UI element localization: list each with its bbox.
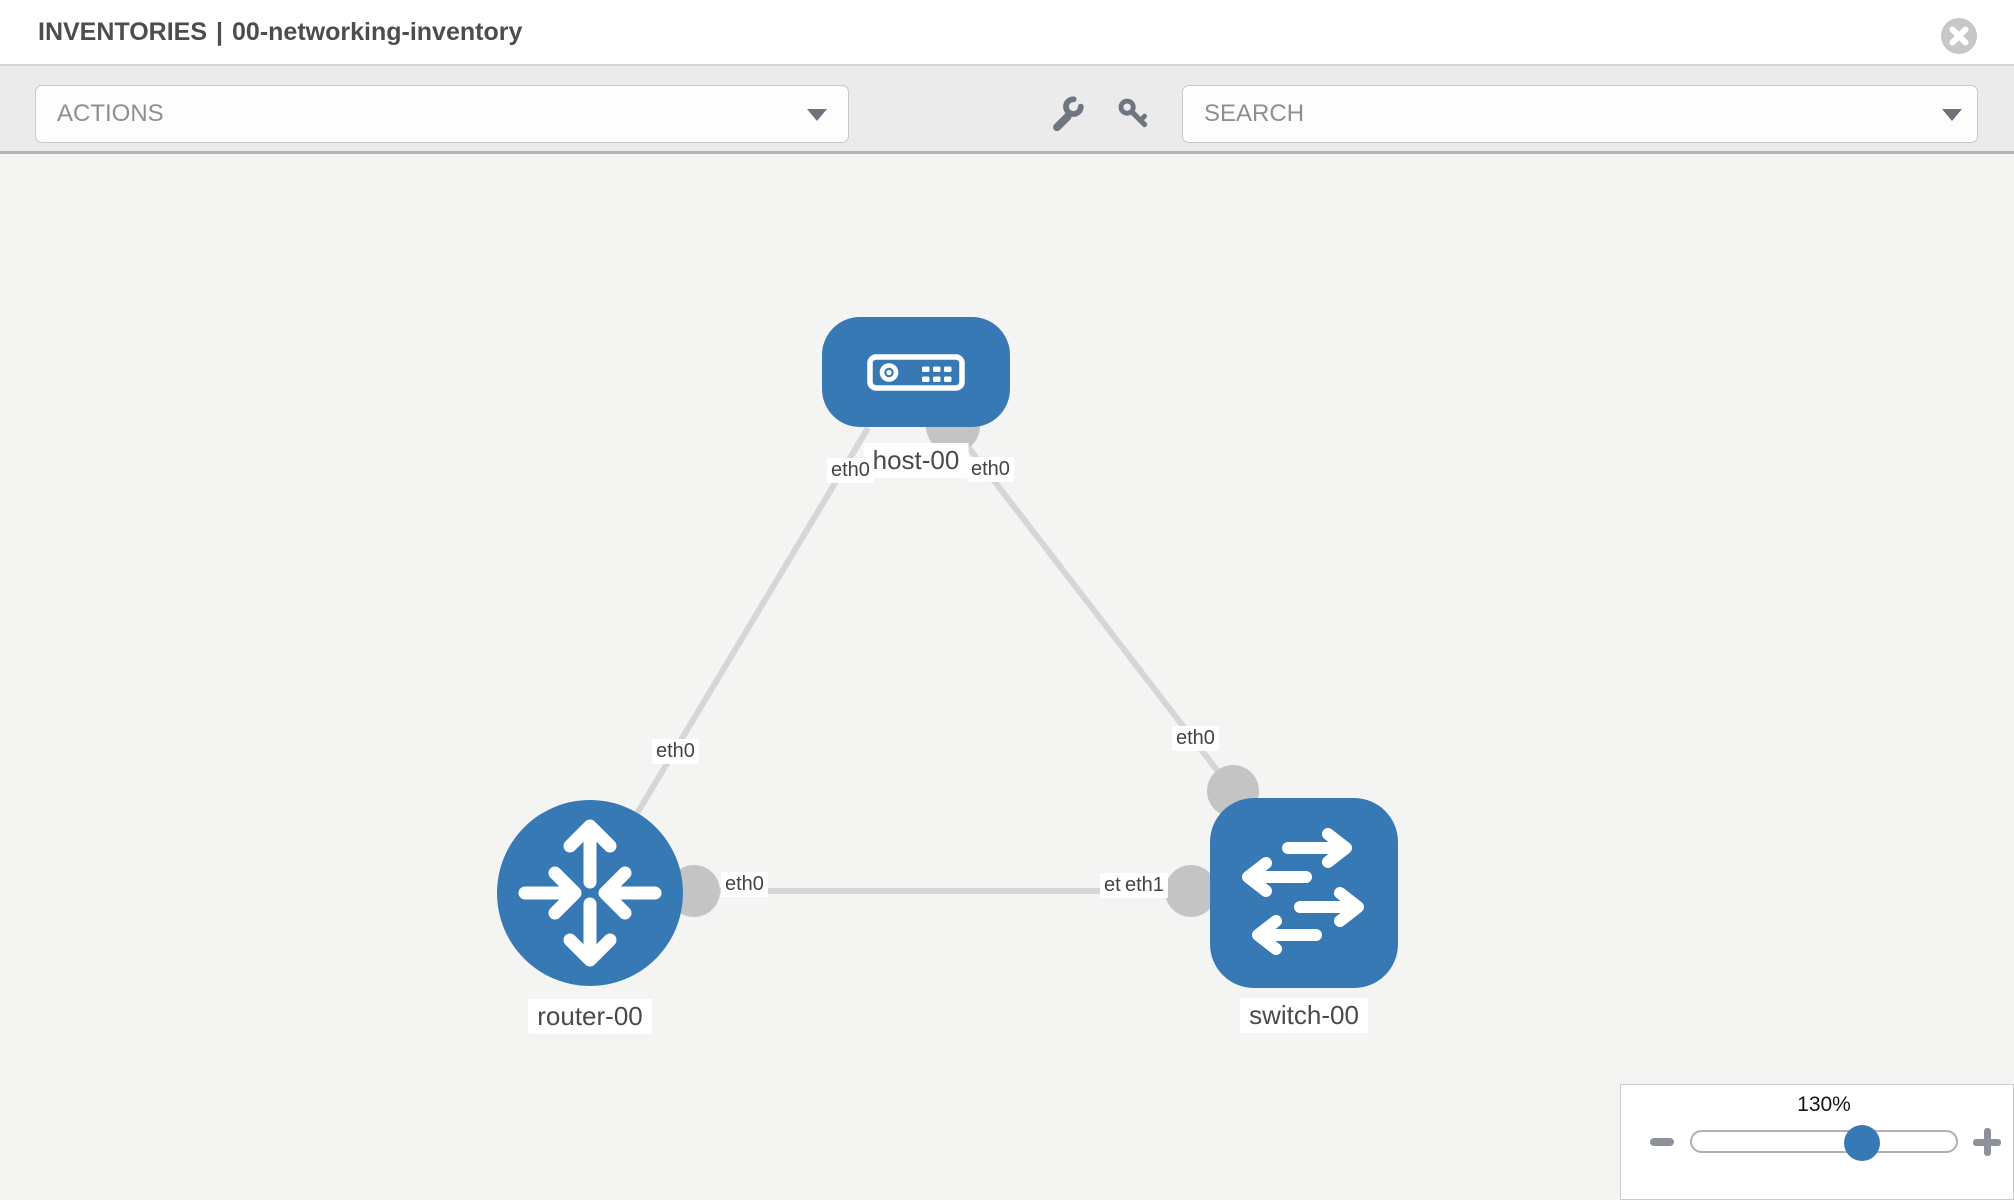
key-icon [1118, 98, 1148, 128]
actions-dropdown[interactable]: ACTIONS [35, 85, 849, 143]
close-button[interactable] [1941, 18, 1977, 54]
zoom-out-button[interactable] [1650, 1138, 1674, 1146]
node-switch-00[interactable] [1210, 798, 1398, 988]
zoom-panel: 130% [1620, 1084, 2014, 1200]
switch-icon [1242, 828, 1364, 955]
title-separator: | [216, 17, 224, 46]
close-icon [1941, 18, 1977, 54]
port-switch-eth1 [1165, 865, 1217, 917]
zoom-level-value: 130% [1797, 1093, 1851, 1116]
topology-canvas[interactable]: host-00 router-00 switch-00 eth0 eth0 et… [0, 154, 2014, 1200]
zoom-in-button[interactable] [1973, 1128, 2001, 1156]
node-host-00[interactable] [822, 317, 1010, 427]
configure-button[interactable] [1047, 95, 1085, 133]
actions-dropdown-label: ACTIONS [57, 100, 164, 127]
interface-label-host-eth0-right: eth0 [967, 457, 1014, 482]
interface-label-router-eth0: eth0 [721, 872, 768, 897]
credentials-button[interactable] [1115, 95, 1153, 133]
breadcrumb[interactable]: INVENTORIES [38, 17, 208, 46]
search-input[interactable]: SEARCH [1182, 85, 1978, 143]
links-layer [587, 399, 1259, 917]
interface-label-router-link-eth0: eth0 [652, 739, 699, 764]
interface-label-switch-eth1: eth1 [1121, 873, 1168, 898]
node-label-router: router-00 [528, 999, 652, 1034]
wrench-icon [1053, 96, 1084, 132]
page-title: INVENTORIES | 00-networking-inventory [38, 0, 522, 64]
chevron-down-icon [807, 109, 827, 121]
router-icon [518, 819, 662, 967]
node-label-host: host-00 [863, 443, 969, 478]
node-router-00[interactable] [497, 800, 683, 986]
inventory-name: 00-networking-inventory [232, 17, 523, 46]
interface-label-host-eth0-left: eth0 [827, 458, 874, 483]
chevron-down-icon [1942, 109, 1962, 121]
host-icon [867, 354, 965, 391]
toolbar: ACTIONS SEARCH [0, 66, 2014, 154]
zoom-slider-thumb[interactable] [1844, 1125, 1881, 1161]
interface-label-switch-eth0: eth0 [1172, 726, 1219, 751]
zoom-slider[interactable] [1690, 1125, 1958, 1161]
search-placeholder: SEARCH [1204, 100, 1305, 127]
node-label-switch: switch-00 [1240, 998, 1368, 1033]
modal-header: INVENTORIES | 00-networking-inventory [0, 0, 2014, 66]
